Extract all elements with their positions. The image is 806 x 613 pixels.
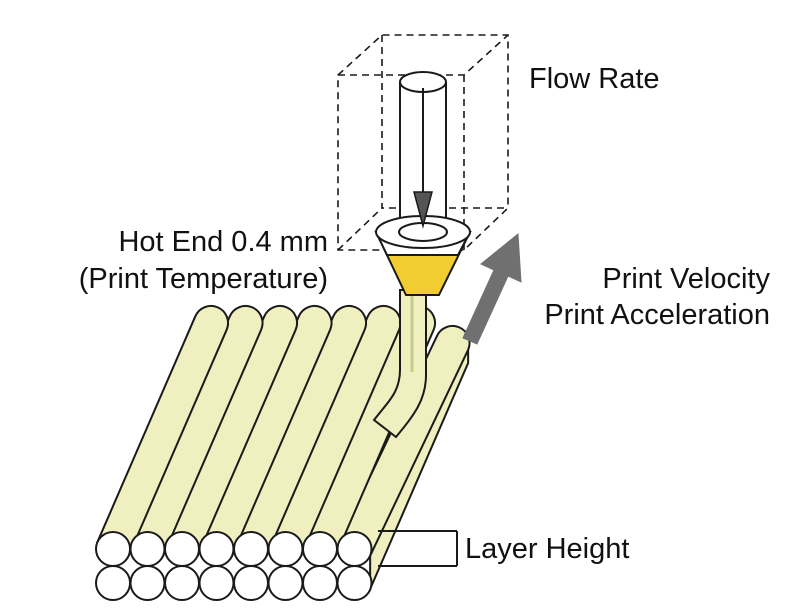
print-temperature-label: (Print Temperature) [78, 263, 328, 295]
filament-cross-section [233, 531, 269, 567]
filament-cross-section [129, 565, 166, 601]
filament-strand [199, 304, 333, 558]
filament-strand [234, 304, 368, 558]
filament-cross-sections [95, 531, 373, 601]
filament-cross-section [95, 565, 131, 601]
hot-end-nozzle [374, 215, 472, 296]
filament-strand [130, 304, 264, 558]
filament-cross-section [198, 565, 235, 601]
flow-volume-box [337, 34, 509, 251]
filament-strand [96, 304, 230, 558]
filament-cross-section [164, 565, 200, 601]
filament-cross-section [129, 531, 166, 567]
layer-height-bracket [378, 530, 458, 567]
filament-cross-section [233, 565, 269, 601]
print-velocity-label: Print Velocity [602, 263, 770, 295]
flow-rate-label: Flow Rate [529, 63, 660, 95]
filament-cross-section [198, 531, 235, 567]
filament-strand [337, 324, 471, 558]
filament-cross-section [164, 531, 200, 567]
flow-direction-arrow [413, 88, 433, 229]
filament-cross-section [302, 531, 338, 567]
print-motion-arrow [462, 233, 522, 345]
filament-cross-section [95, 531, 131, 567]
filament-cross-section [267, 531, 304, 567]
filament-cross-section [336, 531, 373, 567]
filament-cross-section [336, 565, 373, 601]
print-acceleration-label: Print Acceleration [544, 299, 770, 331]
filament-cross-section [267, 565, 304, 601]
filament-cross-section [302, 565, 338, 601]
filament-strand [165, 304, 299, 558]
hot-end-label: Hot End 0.4 mm [118, 226, 328, 258]
layer-height-label: Layer Height [465, 533, 630, 565]
